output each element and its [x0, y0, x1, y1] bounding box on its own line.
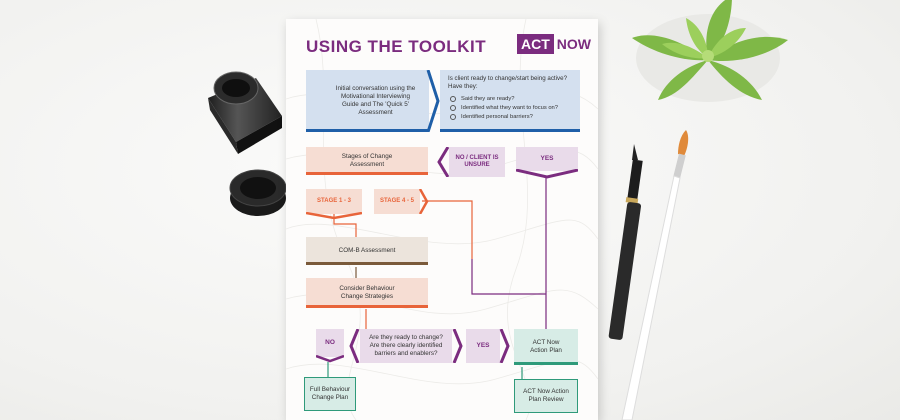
- page-title: USING THE TOOLKIT: [306, 37, 487, 56]
- toolkit-flowchart-sheet: USING THE TOOLKIT ACT NOW Initial conver…: [286, 19, 598, 420]
- blue-chevron-right: [426, 70, 440, 132]
- circle-icon[interactable]: [450, 114, 456, 120]
- ink-bottle: [208, 71, 282, 154]
- orange-chevron-right: [419, 189, 429, 214]
- stage-4-5-text: STAGE 4 - 5: [380, 197, 414, 204]
- yes-top-box: YES: [516, 147, 578, 171]
- stage-1-3-text: STAGE 1 - 3: [317, 197, 351, 204]
- bottle-cap: [229, 169, 287, 216]
- purple-chevron-down: [516, 169, 578, 179]
- brush-pen: [608, 144, 643, 340]
- full-behaviour-plan-box: Full Behaviour Change Plan: [304, 377, 356, 411]
- checklist-item: Identified what they want to focus on?: [450, 105, 558, 111]
- purple-chevron-right-yes: [499, 329, 510, 363]
- readiness-question-box: Is client ready to change/start being ac…: [440, 70, 580, 132]
- no-unsure-text: NO / CLIENT IS UNSURE: [455, 154, 499, 169]
- checklist-item: Said they are ready?: [450, 96, 558, 102]
- ready-question-text: Are they ready to change? Are there clea…: [369, 334, 443, 357]
- stage-4-5-box: STAGE 4 - 5: [374, 189, 420, 214]
- ready-question-box: Are they ready to change? Are there clea…: [360, 329, 452, 363]
- com-b-text: COM-B Assessment: [338, 247, 396, 255]
- action-plan-box: ACT Now Action Plan: [514, 329, 578, 365]
- review-text: ACT Now Action Plan Review: [523, 388, 569, 403]
- yes-top-text: YES: [540, 154, 554, 162]
- no-unsure-box: NO / CLIENT IS UNSURE: [449, 147, 505, 177]
- stages-of-change-box: Stages of Change Assessment: [306, 147, 428, 175]
- action-plan-review-box: ACT Now Action Plan Review: [514, 379, 578, 413]
- strategies-text: Consider Behaviour Change Strategies: [339, 285, 395, 300]
- stage-1-3-box: STAGE 1 - 3: [306, 189, 362, 214]
- behaviour-strategies-box: Consider Behaviour Change Strategies: [306, 278, 428, 308]
- initial-conversation-text: Initial conversation using the Motivatio…: [335, 85, 416, 116]
- circle-icon[interactable]: [450, 96, 456, 102]
- no-bottom-box: NO: [316, 329, 344, 357]
- com-b-assessment-box: COM-B Assessment: [306, 237, 428, 265]
- readiness-checklist: Said they are ready? Identified what the…: [450, 96, 558, 123]
- circle-icon[interactable]: [450, 105, 456, 111]
- yes-bottom-text: YES: [476, 341, 490, 349]
- no-bottom-text: NO: [325, 338, 335, 346]
- checklist-item: Identified personal barriers?: [450, 114, 558, 120]
- action-plan-text: ACT Now Action Plan: [530, 339, 562, 354]
- orange-chevron-down: [306, 212, 362, 220]
- readiness-question-text: Is client ready to change/start being ac…: [448, 75, 568, 91]
- stages-of-change-text: Stages of Change Assessment: [341, 153, 393, 168]
- initial-conversation-box: Initial conversation using the Motivatio…: [306, 70, 429, 132]
- purple-chevron-left-bottom: [349, 329, 360, 363]
- succulent-plant: [632, 0, 788, 102]
- logo-act: ACT: [517, 34, 554, 54]
- act-now-logo: ACT NOW: [517, 34, 591, 54]
- yes-bottom-box: YES: [466, 329, 500, 363]
- full-plan-text: Full Behaviour Change Plan: [309, 386, 351, 401]
- purple-chevron-down-small: [316, 355, 344, 363]
- logo-now: NOW: [556, 36, 591, 52]
- purple-chevron-left: [437, 147, 450, 177]
- paint-brush: [621, 130, 689, 420]
- purple-chevron-right-bottom: [452, 329, 463, 363]
